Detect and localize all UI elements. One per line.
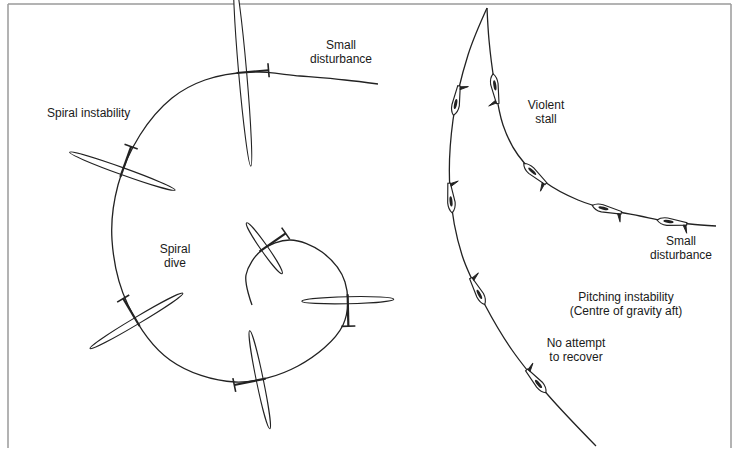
- flight-paths: [112, 8, 716, 446]
- glider-fin: [616, 213, 622, 222]
- frame-line: [7, 4, 9, 448]
- glider-fuselage: [524, 367, 549, 395]
- glider-side-view: [484, 73, 501, 106]
- annotation-label: No attempt to recover: [538, 336, 614, 364]
- glider-fin: [460, 85, 469, 91]
- glider-side-view: [656, 217, 688, 234]
- glider-fuselage: [657, 217, 688, 228]
- glider-fin: [682, 225, 688, 233]
- glider-fuselage: [347, 294, 350, 326]
- glider-fuselage: [120, 147, 131, 177]
- glider-side-view: [467, 273, 493, 306]
- glider-fuselage: [489, 73, 501, 104]
- glider-fuselage: [259, 233, 285, 251]
- glider-side-view: [523, 363, 553, 395]
- glider-wing: [449, 196, 453, 207]
- glider-tailplane: [125, 144, 138, 149]
- glider-wing: [230, 0, 254, 166]
- glider-wing: [493, 80, 498, 91]
- glider-wing: [534, 379, 543, 389]
- glider-fin: [450, 181, 458, 186]
- glider-tailplane: [117, 295, 129, 302]
- glider-wing: [476, 289, 483, 300]
- glider-wing: [663, 219, 674, 223]
- glider-top-view: [242, 208, 304, 277]
- annotation-label: Violent stall: [518, 98, 574, 126]
- frame-border: [8, 4, 731, 448]
- glider-wing: [88, 290, 184, 351]
- glider-fin: [537, 182, 546, 191]
- glider-fuselage: [237, 70, 269, 73]
- frame-line: [730, 4, 732, 448]
- glider-wing: [453, 99, 458, 110]
- annotation-label: Pitching instability (Centre of gravity …: [555, 290, 697, 318]
- glider-side-view: [446, 181, 462, 213]
- glider-tailplane: [341, 325, 355, 327]
- glider-wing: [598, 206, 609, 211]
- glider-fuselage: [468, 276, 488, 306]
- frame-line: [8, 3, 731, 5]
- glider-side-view: [450, 84, 468, 117]
- glider-top-view: [302, 293, 395, 327]
- glider-side-view: [590, 202, 623, 222]
- pitch-down-flight-path: [449, 8, 596, 446]
- annotation-label: Small disturbance: [300, 38, 382, 66]
- glider-fuselage: [123, 299, 139, 327]
- annotation-label: Spiral instability: [45, 106, 132, 120]
- glider-side-view: [518, 161, 549, 191]
- glider-tailplane: [233, 378, 236, 392]
- glider-wing: [244, 221, 285, 276]
- glider-top-view: [77, 271, 186, 354]
- gliders: [68, 0, 689, 434]
- glider-tailplane: [282, 228, 290, 239]
- glider-fin: [527, 363, 536, 372]
- glider-fuselage: [521, 161, 548, 187]
- glider-tailplane: [268, 63, 269, 77]
- glider-top-view: [229, 0, 277, 167]
- glider-fuselage: [450, 85, 463, 116]
- glider-fin: [472, 273, 481, 281]
- annotation-label: Small disturbance: [640, 234, 722, 262]
- glider-top-view: [68, 128, 184, 196]
- glider-top-view: [224, 330, 275, 434]
- pitch-up-flight-path: [487, 8, 716, 226]
- glider-fuselage: [234, 379, 265, 385]
- glider-fin: [488, 100, 496, 106]
- annotation-label: Spiral dive: [150, 242, 200, 270]
- glider-wing: [527, 167, 537, 176]
- glider-fuselage: [446, 183, 456, 213]
